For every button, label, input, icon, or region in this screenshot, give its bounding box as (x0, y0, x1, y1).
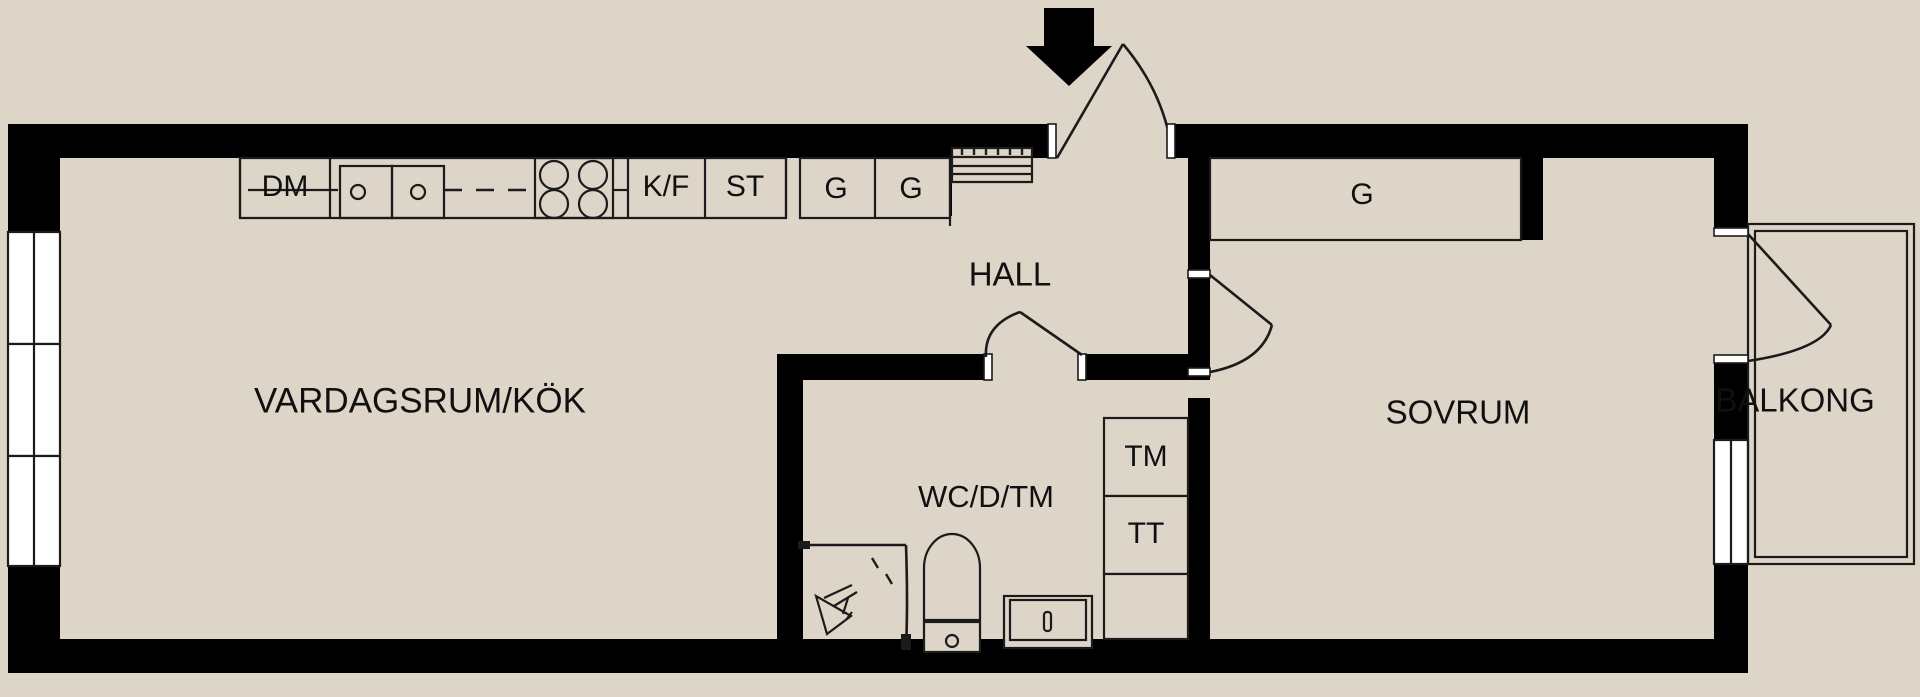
entrance-jamb-right (1166, 123, 1176, 159)
entrance-jamb-left (1047, 123, 1057, 159)
cooktop-outline (533, 156, 615, 220)
bedroom-door (1187, 269, 1274, 377)
fixture-label-hall-closet-2: G (899, 172, 922, 205)
toilet-cistern (922, 620, 982, 654)
balcony-jamb-top (1713, 227, 1749, 237)
room-label-balcony: BALKONG (1715, 382, 1875, 419)
fixture-label-hall-closet-1: G (824, 172, 847, 205)
bathroom-door-leaf (1019, 310, 1083, 357)
hall-closets (798, 156, 952, 226)
bathroom-fixtures (798, 416, 1190, 654)
balcony-jamb-bottom (1713, 354, 1749, 364)
bathroom-door (983, 310, 1087, 381)
interior-wall-wardrobe-divider (1521, 140, 1543, 240)
vanity-basin (1008, 598, 1088, 642)
room-label-bathroom: WC/D/TM (918, 479, 1054, 514)
fixture-label-tumble-dryer: TM (1124, 440, 1167, 473)
fixture-label-washing-machine: TT (1128, 517, 1165, 550)
shower-door-stop (901, 634, 911, 650)
kitchen-counter-run (238, 156, 788, 220)
fixture-label-dishwasher: DM (262, 170, 309, 203)
window-left (6, 230, 62, 568)
entrance-door-leaf (1055, 43, 1125, 159)
fixture-label-fridge-freezer: K/F (643, 170, 690, 203)
bedroom-jamb-top (1187, 269, 1211, 279)
interior-wall-hall-bedroom-upper (1188, 140, 1210, 370)
coat-rack (950, 146, 1034, 184)
shower-hinge (798, 541, 810, 549)
exterior-wall-top-bedroom (1188, 124, 1748, 158)
bedroom-door-arc (1209, 324, 1274, 374)
bathroom-door-arc (984, 310, 1021, 358)
fixture-label-pantry: ST (726, 170, 764, 203)
exterior-wall-top-left (8, 124, 1055, 158)
exterior-wall-left-upper (8, 124, 60, 232)
tumble-dryer-box (1102, 416, 1190, 498)
room-label-hall: HALL (969, 256, 1052, 293)
balcony-outer-rail (1746, 222, 1916, 566)
interior-wall-hall-bedroom-lower (1188, 398, 1210, 639)
coat-rack-hooks (960, 149, 1024, 155)
entrance-arrow (1026, 8, 1112, 86)
interior-wall-bathroom-top-left (777, 354, 992, 380)
sink-basin-right (390, 164, 446, 220)
fixture-label-bedroom-wardrobe: G (1350, 178, 1373, 211)
room-label-living-kitchen: VARDAGSRUM/KÖK (254, 381, 586, 420)
shower-door-ticks (870, 557, 894, 585)
arrow-glyph (1026, 8, 1112, 86)
bathroom-cabinet-box (1102, 572, 1190, 641)
bathroom-jamb-left (1077, 353, 1087, 381)
burner-3 (538, 188, 570, 220)
sink-drain-right (409, 183, 427, 201)
balcony-structure (1746, 222, 1916, 566)
balcony-inner-rail (1753, 229, 1909, 559)
entrance-door (1047, 43, 1176, 159)
balcony-door-arc (1747, 324, 1833, 363)
balcony-door-leaf (1747, 233, 1832, 326)
interior-wall-bathroom-left (777, 354, 803, 639)
toilet-flush (944, 633, 960, 649)
sink-drain-left (349, 183, 367, 201)
burner-4 (577, 188, 609, 220)
exterior-wall-bottom (8, 639, 1748, 673)
shower-spray (814, 584, 858, 636)
bathroom-jamb-right (983, 353, 993, 381)
toilet-bowl (922, 532, 982, 622)
bedroom-jamb-bottom (1187, 367, 1211, 377)
washing-machine-box (1102, 494, 1190, 576)
balcony-door (1713, 227, 1833, 364)
wall-structure (8, 124, 1748, 673)
exterior-wall-right-lower (1714, 563, 1748, 673)
bedroom-wardrobe (1208, 156, 1523, 242)
shower-door-arc (904, 544, 909, 649)
exterior-wall-right-middle (1714, 358, 1748, 440)
bedroom-door-leaf (1209, 273, 1273, 327)
bedroom-wardrobe-box (1208, 156, 1523, 242)
window-balcony (1712, 438, 1750, 566)
room-label-bedroom: SOVRUM (1386, 394, 1531, 431)
vanity-tap (1042, 610, 1053, 633)
